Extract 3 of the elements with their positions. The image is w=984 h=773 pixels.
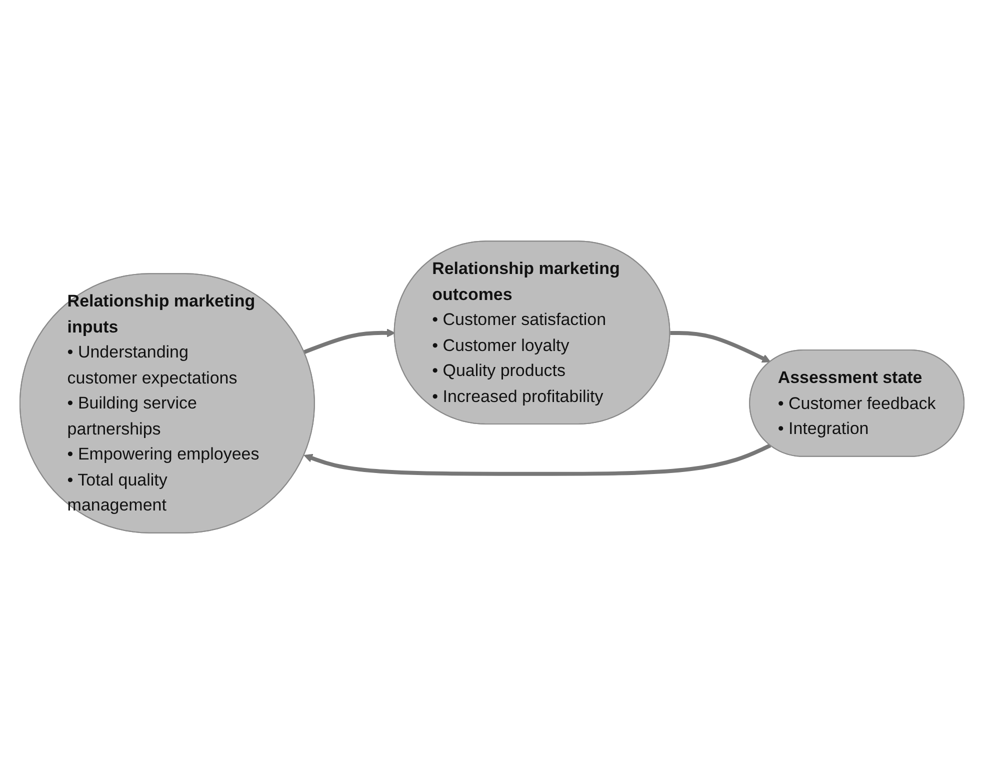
arrow [304, 443, 772, 476]
arrow [670, 330, 771, 362]
arrow [304, 328, 396, 354]
